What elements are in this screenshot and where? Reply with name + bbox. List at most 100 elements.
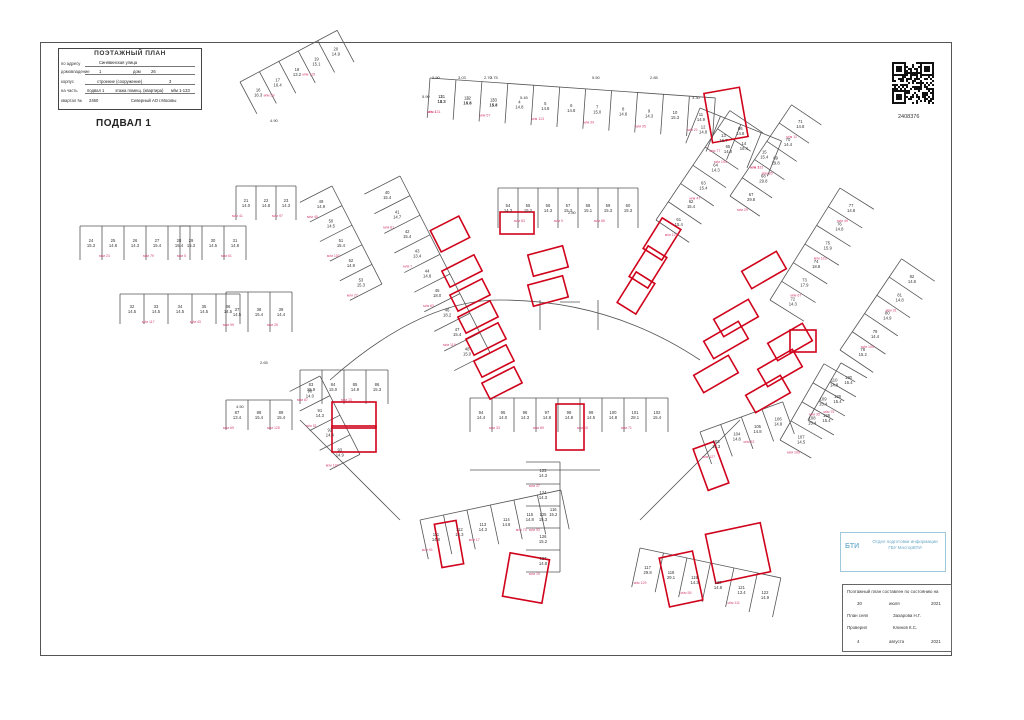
spot-area: 15.2 [549, 512, 558, 517]
spot-area: 14.5 [233, 312, 242, 317]
spot-tag: м/м 33 [489, 426, 500, 430]
spot-number: 58 [586, 203, 591, 208]
spot-area: 29.1 [667, 575, 676, 580]
slot-divider [336, 30, 355, 63]
slot-divider [374, 195, 411, 215]
spot-area: 15.3 [437, 99, 446, 104]
spot-number: 57 [566, 203, 571, 208]
certification-block: Поэтажный план составлен по состоянию на… [842, 584, 952, 652]
spot-area: 15.4 [844, 380, 853, 385]
spot-area: 14.8 [463, 101, 472, 106]
spot-area: 15.4 [819, 401, 828, 406]
spot-number: 83 [309, 382, 314, 387]
spot-area: 29.8 [759, 179, 768, 184]
spot-area: 14.3 [131, 243, 140, 248]
spot-number: 20 [334, 46, 339, 51]
spot-tag: м/м 3 [750, 165, 759, 169]
spot-number: 72 [790, 296, 795, 301]
spot-area: 14.8 [896, 297, 905, 302]
spot-area: 14.5 [128, 309, 137, 314]
spot-number: 109 [820, 396, 828, 401]
spot-area: 15.3 [671, 115, 680, 120]
slot-divider [490, 504, 500, 545]
spot-area: 18.0 [433, 293, 442, 298]
spot-number: 4 [518, 99, 521, 104]
title-block-heading: ПОЭТАЖНЫЙ ПЛАН [94, 50, 166, 57]
drawing-sheet-border [40, 42, 952, 656]
highlighted-parking-spot [501, 551, 551, 605]
spot-number: 101 [632, 410, 640, 415]
spot-number: 35 [202, 304, 207, 309]
spot-area: 14.9 [347, 263, 356, 268]
spot-area: 14.8 [502, 522, 511, 527]
cert-year2: 2021 [931, 639, 941, 644]
spot-number: 41 [395, 209, 400, 214]
spot-area: 14.8 [847, 208, 856, 213]
spot-area: 14.4 [871, 334, 880, 339]
spot-number: 78 [860, 347, 865, 352]
spot-area: 14.3 [455, 532, 464, 537]
parking-wing-1 [426, 77, 716, 138]
parking-wing-23 [631, 547, 782, 618]
highlighted-parking-spot [433, 519, 465, 569]
spot-tag: м/м 81 [383, 225, 394, 229]
spot-tag: м/м 55 [681, 591, 692, 595]
slot-divider [426, 77, 431, 118]
stamp-logo: БТИ [845, 543, 860, 550]
spot-number: 73 [802, 278, 807, 283]
cert-year1: 2021 [931, 601, 941, 606]
spot-area: 14.8 [830, 382, 839, 387]
slot-divider [299, 185, 333, 203]
plan-by-label: План снял [847, 613, 869, 618]
slot-divider [319, 224, 353, 242]
slot-divider [686, 96, 690, 137]
spot-area: 14.8 [565, 415, 574, 420]
slot-divider [678, 557, 688, 598]
corridor-line [299, 419, 741, 521]
spot-number: 114 [503, 517, 510, 522]
spot-number: 29 [189, 238, 194, 243]
spot-area: 14.5 [587, 415, 596, 420]
spot-number: 96 [523, 410, 528, 415]
wall-line [807, 362, 842, 421]
slot-divider [901, 258, 935, 282]
spot-tag: м/м 71 [621, 426, 632, 430]
cert-month1: июля [889, 601, 900, 606]
dimension-label: 2.75 [490, 75, 499, 80]
spot-area: 15.4 [822, 418, 831, 423]
parking-wing-2 [685, 107, 782, 177]
spot-area: 14.8 [724, 149, 733, 154]
spot-number: 120 [715, 580, 723, 585]
spot-tag: м/м 11 [786, 135, 797, 139]
spot-tag: м/м 105 [861, 345, 874, 349]
spot-tag: м/м 103 [714, 160, 727, 164]
slot-divider [452, 79, 457, 120]
spot-tag: м/м 129 [634, 581, 647, 585]
spot-number: 32 [130, 304, 135, 309]
spot-area: 14.3 [479, 527, 488, 532]
spot-area: 14.0 [242, 203, 251, 208]
spot-tag: м/м 63 [423, 304, 434, 308]
spot-tag: м/м 109 [787, 450, 800, 454]
spot-area: 14.8 [609, 415, 618, 420]
spot-area: 16.7 [719, 138, 728, 143]
spot-tag: м/м 79 [143, 254, 154, 258]
spot-area: 15.3 [87, 243, 96, 248]
spot-area: 14.9 [317, 204, 326, 209]
spot-area: 14.3 [504, 208, 513, 213]
spot-number: 23 [284, 198, 289, 203]
korpus-label: корпус [61, 79, 74, 84]
slot-divider [704, 146, 739, 170]
spot-number: 31 [233, 238, 238, 243]
spot-area: 13.4 [737, 590, 746, 595]
spot-number: 104 [733, 432, 741, 437]
slot-divider [680, 183, 714, 207]
slot-divider [364, 175, 401, 195]
highlighted-parking-spot [740, 250, 788, 290]
wall-line [839, 258, 902, 351]
spot-tag: м/м 95 [635, 124, 646, 128]
wall-line [239, 30, 338, 83]
spot-area: 15.4 [489, 102, 498, 107]
spot-number: 103 [713, 439, 721, 444]
premises-value: м/м 1-133 [171, 88, 190, 93]
